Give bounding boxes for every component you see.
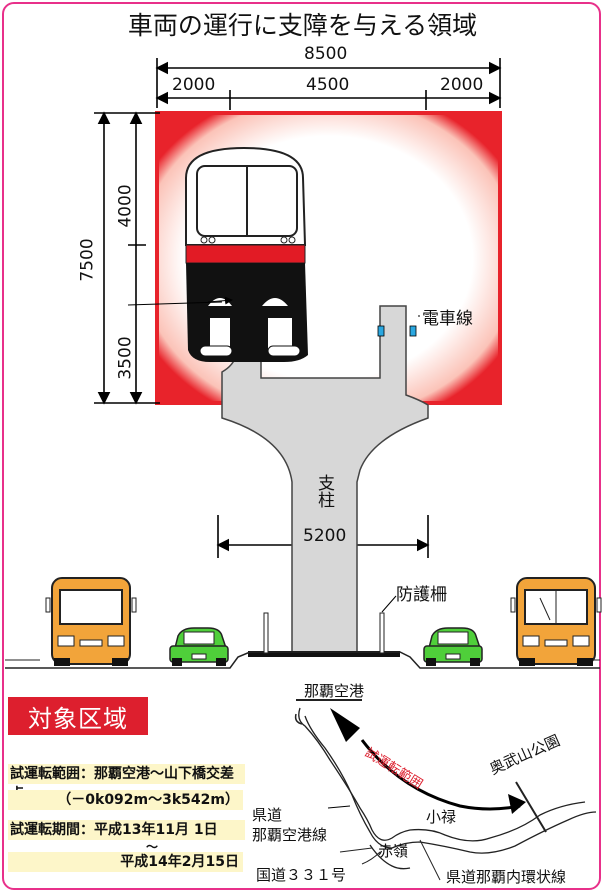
dim-total-height: 7500: [77, 238, 98, 282]
monorail-vehicle: [185, 146, 308, 362]
map-label-oroku: 小禄: [426, 808, 457, 826]
car-left: [169, 627, 229, 666]
dim-total-width: 8500: [304, 44, 348, 64]
dim-right-margin: 2000: [440, 75, 484, 95]
trial-period-start: 試運転期間：平成13年11月 1日: [8, 820, 245, 840]
route-map: [294, 699, 597, 881]
dim-left-margin: 2000: [172, 75, 216, 95]
map-label-national-route: 国道３３１号: [256, 866, 347, 884]
guard-fence-post: [379, 612, 385, 654]
target-area-badge: 対象区域: [8, 697, 148, 735]
page-title: 車両の運行に支障を与える領域: [127, 11, 478, 40]
dim-lower-height: 3500: [115, 336, 136, 380]
trial-period-end: 平成14年2月15日: [8, 852, 243, 872]
pillar-label: 支柱: [314, 474, 334, 508]
map-label-airport: 那覇空港: [304, 682, 365, 700]
bus-left: [45, 577, 137, 666]
trial-period-tilde: ～: [146, 840, 159, 854]
trial-range-km: （－0k092m～3k542m）: [8, 790, 243, 810]
trial-range-arrow: [360, 739, 521, 811]
insulator: [377, 325, 385, 337]
guard-fence-post: [263, 612, 269, 654]
arrow-head: [508, 794, 526, 814]
map-label-airport-line: 那覇空港線: [252, 826, 328, 844]
map-label-ring-road: 県道那覇内環状線: [446, 868, 567, 886]
insulator: [409, 325, 417, 337]
dim-center-width: 4500: [306, 75, 350, 95]
trial-range-text: 試運転範囲：那覇空港～山下橋交差点: [8, 764, 245, 802]
arrow-head: [330, 708, 360, 742]
ground-line: [5, 651, 600, 669]
pillar: [221, 304, 429, 653]
bus-right: [510, 577, 602, 666]
guard-fence-label: 防護柵: [396, 585, 447, 605]
map-label-prefectural-road: 県道: [252, 806, 283, 824]
car-right: [423, 627, 483, 666]
dim-upper-height: 4000: [115, 184, 136, 228]
pillar-footing: [248, 651, 400, 657]
map-label-akamine: 赤嶺: [378, 842, 409, 860]
dim-pillar-base: 5200: [303, 526, 347, 546]
overhead-line-label: 電車線: [422, 309, 473, 329]
